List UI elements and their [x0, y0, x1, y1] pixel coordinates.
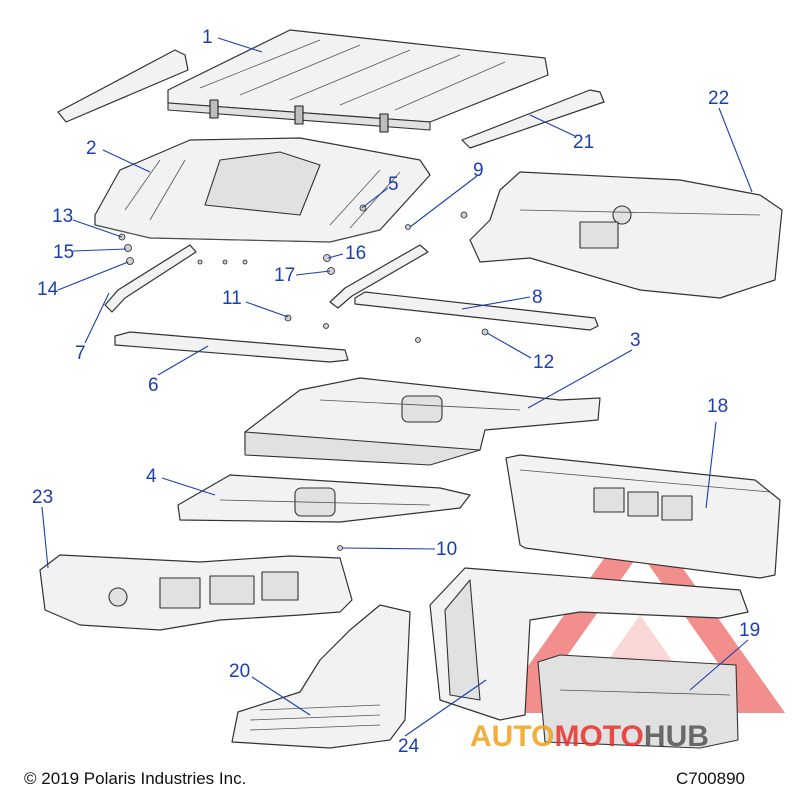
- watermark-word-a: AUTO: [470, 720, 554, 753]
- callout-21: 21: [573, 132, 594, 153]
- part-dash-frame: [39, 554, 353, 631]
- part-roof-top: [167, 29, 549, 133]
- callout-14: 14: [37, 279, 59, 300]
- callout-13: 13: [52, 206, 73, 227]
- part-roof-seal-left: [57, 49, 189, 123]
- callout-1: 1: [202, 27, 213, 48]
- callout-19: 19: [739, 620, 760, 641]
- callout-20: 20: [229, 661, 250, 682]
- part-lower-dash: [177, 474, 471, 523]
- callout-8: 8: [532, 287, 543, 308]
- part-floor-mat: [231, 604, 411, 749]
- part-rear-cab-panel: [469, 171, 783, 299]
- watermark-word-c: HUB: [644, 720, 709, 753]
- callout-23: 23: [32, 487, 53, 508]
- callout-16: 16: [345, 243, 366, 264]
- callout-9: 9: [473, 160, 484, 181]
- leader-lines: [41, 37, 753, 737]
- part-trim-bar-long: [114, 331, 349, 363]
- watermark-wordmark: AUTOMOTOHUB: [470, 720, 709, 753]
- callout-12: 12: [533, 352, 554, 373]
- drawing-id: C700890: [676, 769, 745, 788]
- callout-10: 10: [436, 539, 457, 560]
- part-cross-bar: [354, 291, 599, 331]
- callout-5: 5: [388, 174, 399, 195]
- part-side-rail-left: [104, 244, 197, 313]
- callout-7: 7: [75, 343, 86, 364]
- callout-17: 17: [274, 265, 295, 286]
- svg-text:AUTOMOTOHUB: AUTOMOTOHUB: [470, 720, 709, 753]
- part-roof-liner: [94, 137, 431, 243]
- part-roof-seal-right: [461, 89, 605, 149]
- callout-22: 22: [708, 88, 729, 109]
- callout-3: 3: [630, 330, 641, 351]
- callout-6: 6: [148, 375, 159, 396]
- part-back-panel: [505, 454, 781, 579]
- part-side-cowl: [429, 567, 749, 721]
- callout-18: 18: [707, 396, 728, 417]
- copyright-text: © 2019 Polaris Industries Inc.: [24, 769, 246, 788]
- callout-4: 4: [146, 466, 157, 487]
- callout-24: 24: [398, 736, 420, 757]
- part-side-rail-right: [329, 244, 429, 309]
- callout-labels: 1 2 3 4 5 6 7 8 9 10 11 12 13 14 15 16 1…: [32, 27, 760, 757]
- callout-15: 15: [53, 242, 74, 263]
- part-right-cowl-panel: [537, 654, 739, 749]
- callout-11: 11: [222, 288, 242, 309]
- callout-2: 2: [86, 138, 97, 159]
- watermark-word-b: MOTO: [554, 720, 643, 753]
- part-upper-dash: [244, 377, 601, 466]
